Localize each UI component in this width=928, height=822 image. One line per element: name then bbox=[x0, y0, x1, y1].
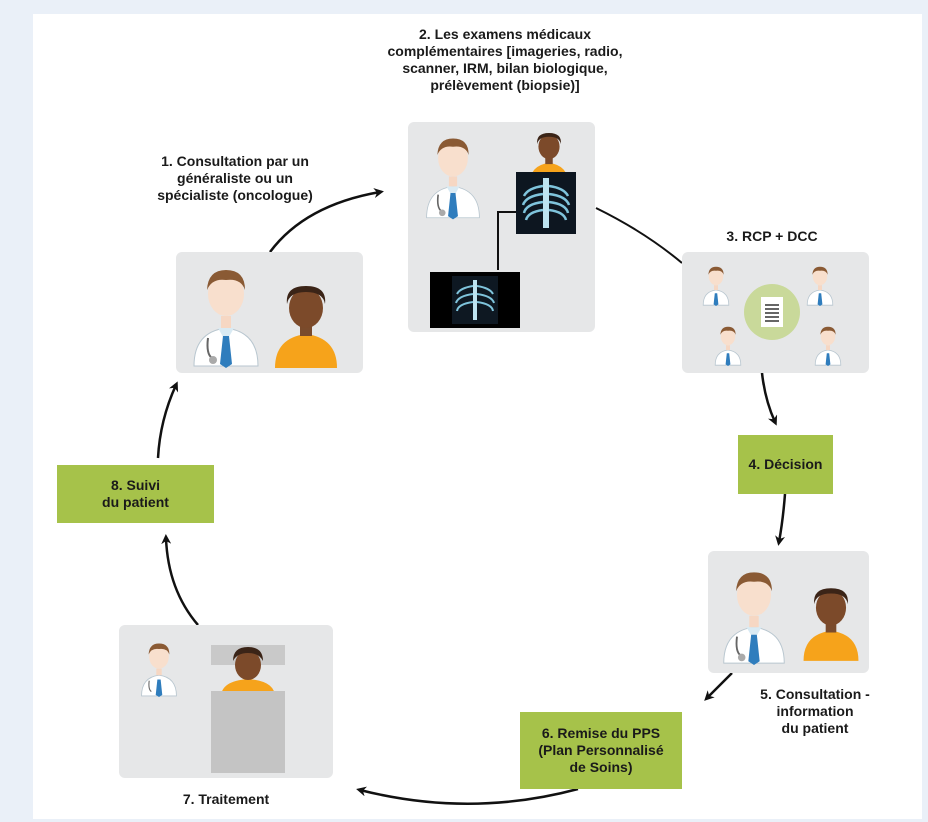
doctor-icon bbox=[814, 326, 842, 366]
doctor-icon bbox=[193, 270, 259, 368]
doctor-icon bbox=[723, 572, 785, 665]
doctor-icon bbox=[141, 643, 177, 697]
arrow-3-to-4 bbox=[760, 372, 778, 426]
step-2-label: 2. Les examens médicaux complémentaires … bbox=[387, 26, 623, 93]
step-1-panel bbox=[176, 252, 363, 373]
step-3-panel bbox=[682, 252, 869, 373]
step-5-panel bbox=[708, 551, 869, 673]
step-1-label: 1. Consultation par un généraliste ou un… bbox=[157, 153, 313, 203]
step-7-panel bbox=[119, 625, 333, 778]
step-7-label: 7. Traitement bbox=[182, 791, 270, 807]
step-6-box: 6. Remise du PPS (Plan Personnalisé de S… bbox=[520, 712, 682, 789]
patient-icon bbox=[803, 588, 859, 661]
arrow-8-to-1 bbox=[156, 381, 179, 459]
document-icon bbox=[744, 284, 800, 340]
arrow-7-to-8 bbox=[161, 534, 199, 626]
patient-icon bbox=[275, 286, 337, 368]
connector-2-to-3 bbox=[595, 207, 683, 264]
xray-icon bbox=[430, 272, 520, 328]
doctor-icon bbox=[702, 266, 730, 306]
doctor-icon bbox=[714, 326, 742, 366]
connector-line bbox=[497, 211, 516, 270]
arrow-1-to-2 bbox=[268, 188, 384, 253]
step-3-label: 3. RCP + DCC bbox=[726, 228, 818, 244]
step-5-label: 5. Consultation - information du patient bbox=[760, 686, 870, 736]
arrow-6-to-7 bbox=[356, 786, 579, 805]
step-4-box: 4. Décision bbox=[738, 435, 833, 494]
bed-icon bbox=[211, 645, 285, 773]
doctor-icon bbox=[806, 266, 834, 306]
xray-icon bbox=[516, 172, 576, 234]
step-2-panel bbox=[408, 122, 595, 332]
arrow-5-to-6 bbox=[704, 672, 733, 701]
step-8-box: 8. Suivi du patient bbox=[57, 465, 214, 523]
doctor-icon bbox=[426, 138, 480, 220]
arrow-4-to-5 bbox=[775, 493, 787, 546]
